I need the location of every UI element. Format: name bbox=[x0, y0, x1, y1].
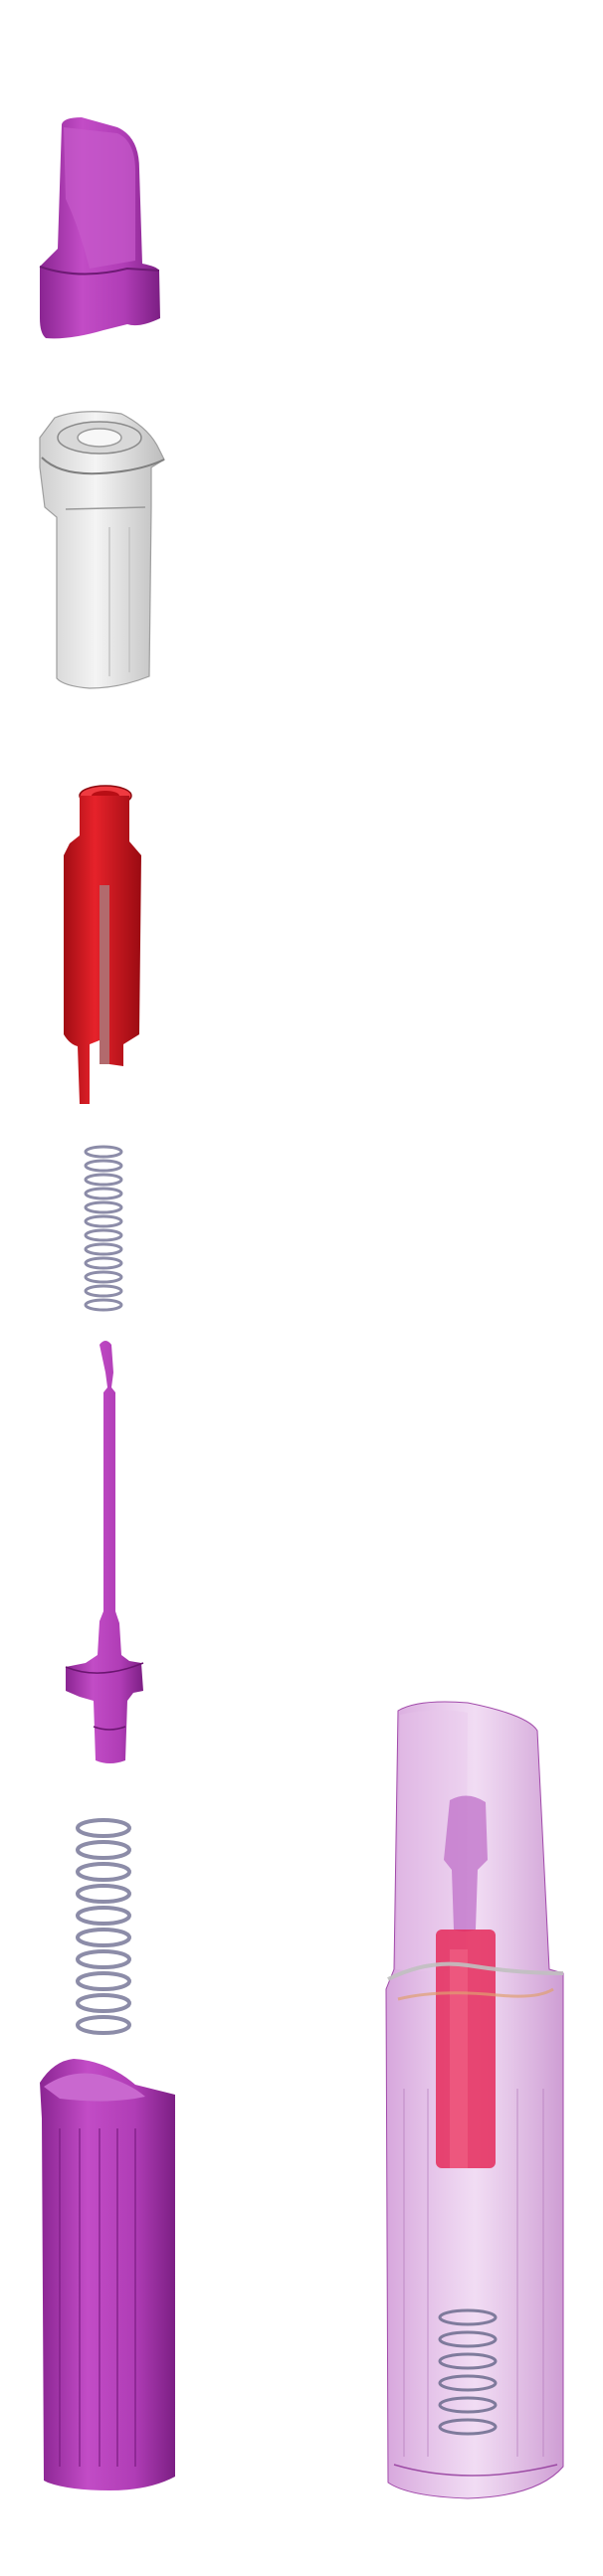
large-spring-icon bbox=[76, 1818, 131, 2035]
collar-icon bbox=[39, 411, 165, 689]
small-spring-icon bbox=[84, 1145, 123, 1312]
red-sleeve-icon bbox=[64, 785, 141, 1104]
plunger-icon bbox=[65, 1341, 144, 1763]
assembled-device-icon bbox=[385, 1701, 564, 2499]
body-icon bbox=[40, 2059, 175, 2490]
cap-icon bbox=[39, 117, 160, 339]
